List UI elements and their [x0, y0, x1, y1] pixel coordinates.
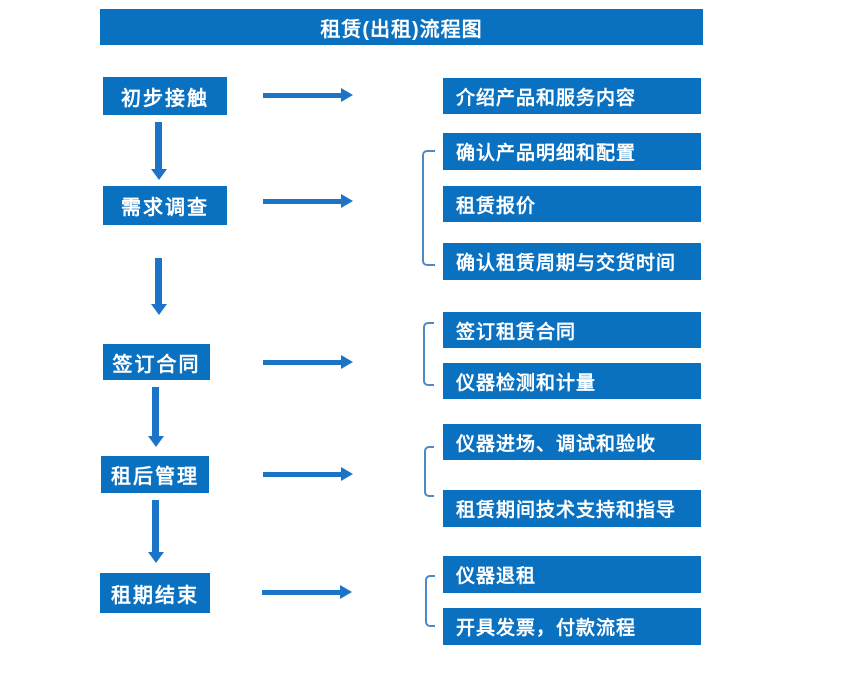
- stage-box-initial-contact: 初步接触: [103, 77, 227, 115]
- bracket-sign-contract-group: [423, 322, 434, 386]
- bracket-demand-survey-group: [422, 150, 435, 266]
- detail-box-instrument-inspection: 仪器检测和计量: [443, 363, 701, 399]
- detail-box-technical-support: 租赁期间技术支持和指导: [443, 490, 701, 527]
- down-arrow-1: [150, 122, 167, 180]
- down-arrow-4: [147, 500, 164, 563]
- down-arrow-2: [150, 258, 167, 315]
- right-arrow-3: [263, 355, 353, 369]
- detail-box-confirm-period-delivery: 确认租赁周期与交货时间: [443, 243, 701, 280]
- detail-box-introduce-products: 介绍产品和服务内容: [443, 78, 701, 114]
- detail-box-instrument-setup-acceptance: 仪器进场、调试和验收: [443, 424, 701, 460]
- flowchart-title: 租赁(出租)流程图: [100, 9, 703, 45]
- detail-box-instrument-return: 仪器退租: [443, 556, 701, 593]
- right-arrow-4: [263, 467, 353, 481]
- stage-box-sign-contract: 签订合同: [103, 344, 210, 380]
- stage-box-demand-survey: 需求调查: [103, 186, 227, 225]
- stage-box-rental-end: 租期结束: [100, 573, 210, 613]
- detail-box-invoice-payment: 开具发票，付款流程: [443, 608, 701, 645]
- detail-box-sign-rental-contract: 签订租赁合同: [443, 312, 701, 348]
- right-arrow-1: [263, 88, 353, 102]
- detail-box-confirm-product-config: 确认产品明细和配置: [443, 133, 701, 170]
- down-arrow-3: [147, 387, 164, 447]
- stage-box-post-rental-management: 租后管理: [101, 456, 209, 493]
- right-arrow-2: [263, 194, 353, 208]
- right-arrow-5: [262, 585, 352, 599]
- bracket-rental-end-group: [425, 575, 435, 627]
- bracket-post-rental-group: [424, 446, 434, 497]
- detail-box-rental-quotation: 租赁报价: [443, 186, 701, 222]
